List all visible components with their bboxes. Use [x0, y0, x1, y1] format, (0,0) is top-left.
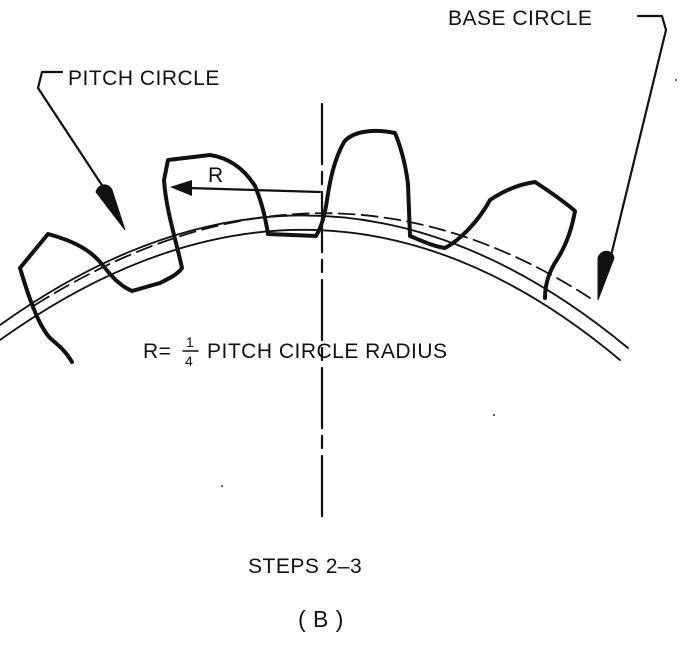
pitch-circle-leader: [36, 70, 117, 207]
formula-prefix: R=: [143, 340, 171, 363]
speck: [675, 79, 677, 81]
speck: [221, 485, 223, 487]
pitch-circle-arc: [34, 212, 591, 306]
radius-arrow-line: [186, 186, 322, 194]
speck: [493, 414, 495, 416]
outer-circle-arc: [0, 228, 621, 361]
figure-id-label: ( B ): [298, 606, 344, 632]
steps-label: STEPS 2–3: [248, 555, 362, 578]
radius-label: R: [208, 164, 224, 187]
base-circle-pointer: [597, 250, 615, 301]
radius-arrowhead: [170, 180, 192, 196]
formula-numerator: 1: [186, 334, 194, 350]
base-circle-leader: [606, 14, 668, 270]
base-circle-label: BASE CIRCLE: [448, 7, 592, 30]
gear-tooth-profile: [18, 128, 577, 364]
formula-denominator: 4: [185, 353, 193, 369]
pitch-circle-pointer: [95, 184, 126, 231]
pitch-circle-label: PITCH CIRCLE: [68, 67, 220, 90]
formula-suffix: PITCH CIRCLE RADIUS: [207, 340, 448, 363]
base-circle-arc: [0, 214, 629, 349]
